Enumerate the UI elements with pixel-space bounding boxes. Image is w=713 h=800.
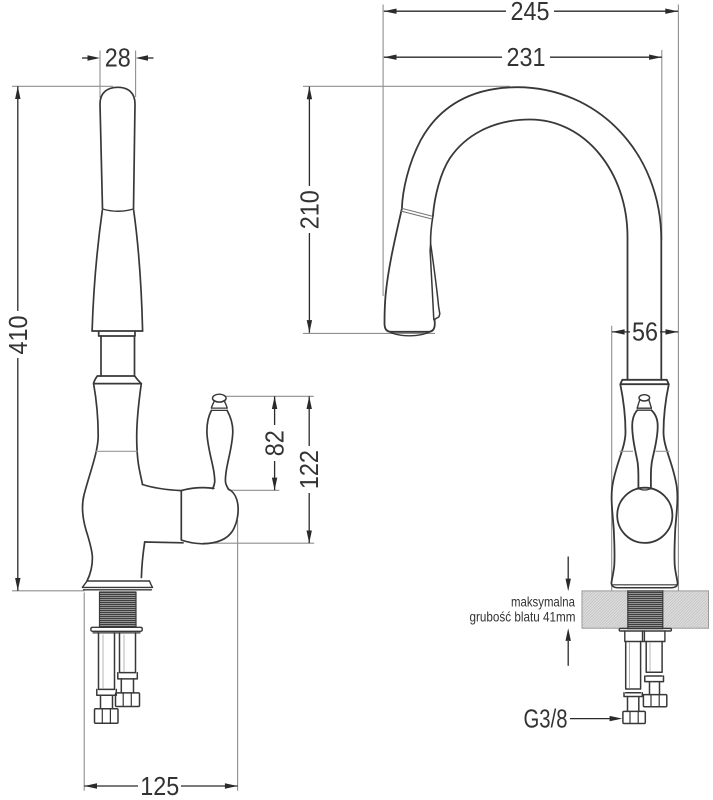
svg-text:410: 410 — [5, 316, 33, 355]
svg-text:122: 122 — [296, 450, 324, 489]
svg-text:210: 210 — [296, 190, 324, 229]
svg-text:245: 245 — [511, 0, 550, 26]
svg-text:28: 28 — [105, 45, 131, 73]
svg-text:82: 82 — [262, 430, 290, 456]
svg-text:maksymalna: maksymalna — [511, 594, 575, 610]
svg-text:grubość blatu 41mm: grubość blatu 41mm — [470, 609, 576, 625]
svg-text:56: 56 — [632, 319, 658, 347]
svg-text:G3/8: G3/8 — [524, 706, 568, 734]
svg-text:125: 125 — [140, 773, 179, 800]
svg-text:231: 231 — [507, 44, 546, 72]
